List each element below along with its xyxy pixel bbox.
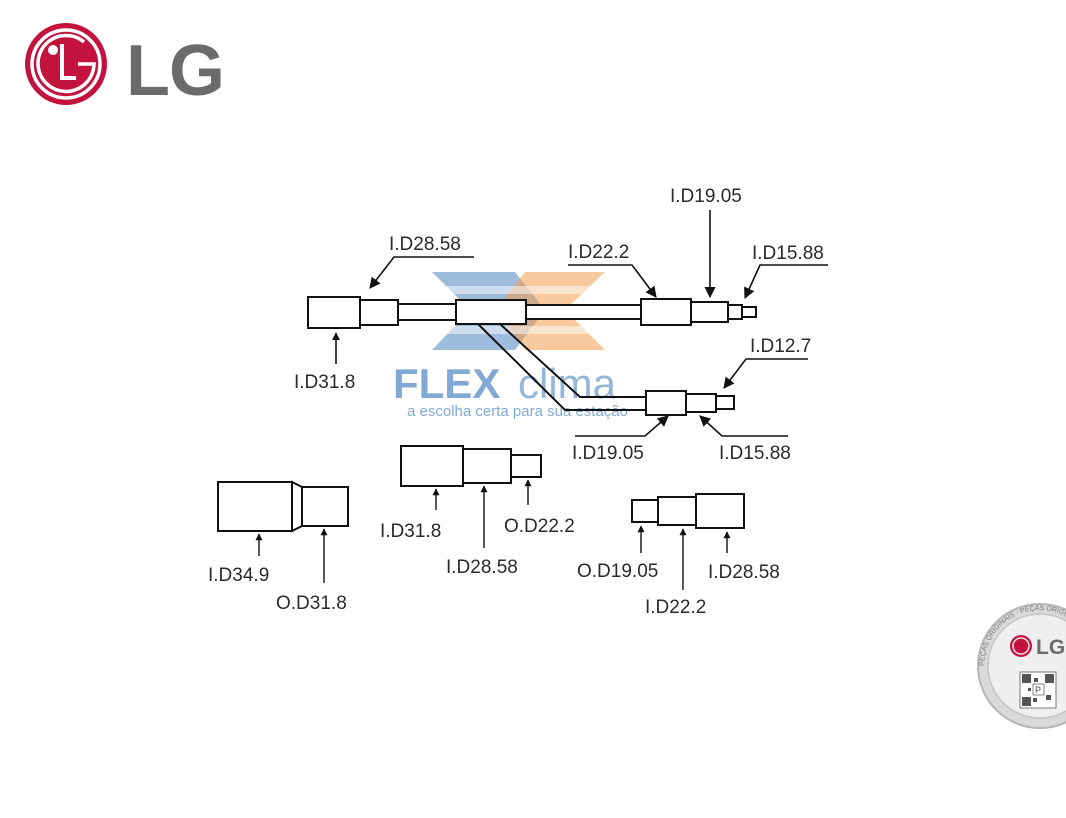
reducer-c-tail [631,499,659,523]
reducer-c-mid [657,496,697,526]
branch-main-step-small [727,304,743,320]
branch-inlet-large-socket [307,296,361,329]
leader-id2858 [369,256,474,289]
branch-main-tip [741,306,757,318]
branch-leg-tip [715,395,735,410]
reducer-b-tail [510,454,542,478]
reducer-a [217,480,349,533]
reducer-b-mid [462,448,512,484]
branch-leg-lower [477,323,646,411]
lg-logo: LG [24,22,225,112]
reducer-a-tail [301,486,349,527]
branch-labels: I.D28.58 I.D22.2 I.D19.05 I.D15.88 I.D31… [294,186,824,464]
branch-label-id222: I.D22.2 [568,242,629,263]
flexclima-name-light: clima [518,360,617,407]
reducer-b-socket [400,445,464,487]
branch-main-step [690,301,729,323]
flexclima-tagline: a escolha certa para sua estação [407,403,628,420]
branch-pipe [307,296,757,416]
reducer-b-label-od222: O.D22.2 [504,516,575,537]
reducer-c [631,493,745,529]
reducer-a-socket [217,481,293,532]
reducer-b-leaders [432,479,532,548]
flexclima-name-bold: FLEX [393,360,500,407]
branch-main-socket [640,298,692,326]
reducer-c-label-id2858: I.D28.58 [708,562,780,583]
reducer-c-socket [695,493,745,529]
lg-wordmark: LG [126,31,225,111]
seal-lg-text: LG [1036,636,1065,659]
branch-leaders [332,210,828,437]
leader-id127 [723,358,808,389]
branch-label-id1905-bottom: I.D19.05 [572,443,644,464]
reducer-c-label-od1905: O.D19.05 [577,561,658,582]
reducer-c-leaders [637,525,731,590]
branch-label-id318: I.D31.8 [294,372,355,393]
branch-label-id1588-top: I.D15.88 [752,243,824,264]
leader-id1588-bottom [699,415,788,437]
reducer-a-cone [291,480,303,533]
reducer-a-label-od318: O.D31.8 [276,593,347,614]
branch-inlet-step [359,299,399,326]
reducer-b-label-id318: I.D31.8 [380,521,441,542]
reducer-a-label-id349: I.D34.9 [208,565,269,586]
reducer-c-label-id222: I.D22.2 [645,597,706,618]
reducer-a-leaders [255,528,328,583]
branch-leg-socket [645,390,687,416]
branch-label-id1905-top: I.D19.05 [670,186,742,207]
branch-leg-upper [499,323,646,398]
reducer-b [400,445,542,487]
branch-label-id127: I.D12.7 [750,336,811,357]
branch-junction [455,299,527,325]
lg-face-icon [25,23,107,105]
branch-label-id1588-bottom: I.D15.88 [719,443,791,464]
branch-inlet-tube [397,303,457,321]
original-parts-seal: PEÇAS ORIGINAIS · PEÇAS ORIGINAIS · PEÇA… [977,603,1066,729]
branch-label-id2858: I.D28.58 [389,234,461,255]
leader-id1588-top [744,264,828,300]
leader-id1905-bottom [575,415,669,437]
branch-main-tube [525,304,642,320]
branch-leg-step [685,393,717,413]
leader-id222 [568,264,657,298]
reducer-b-label-id2858: I.D28.58 [446,557,518,578]
seal-badge: P [1035,685,1041,695]
